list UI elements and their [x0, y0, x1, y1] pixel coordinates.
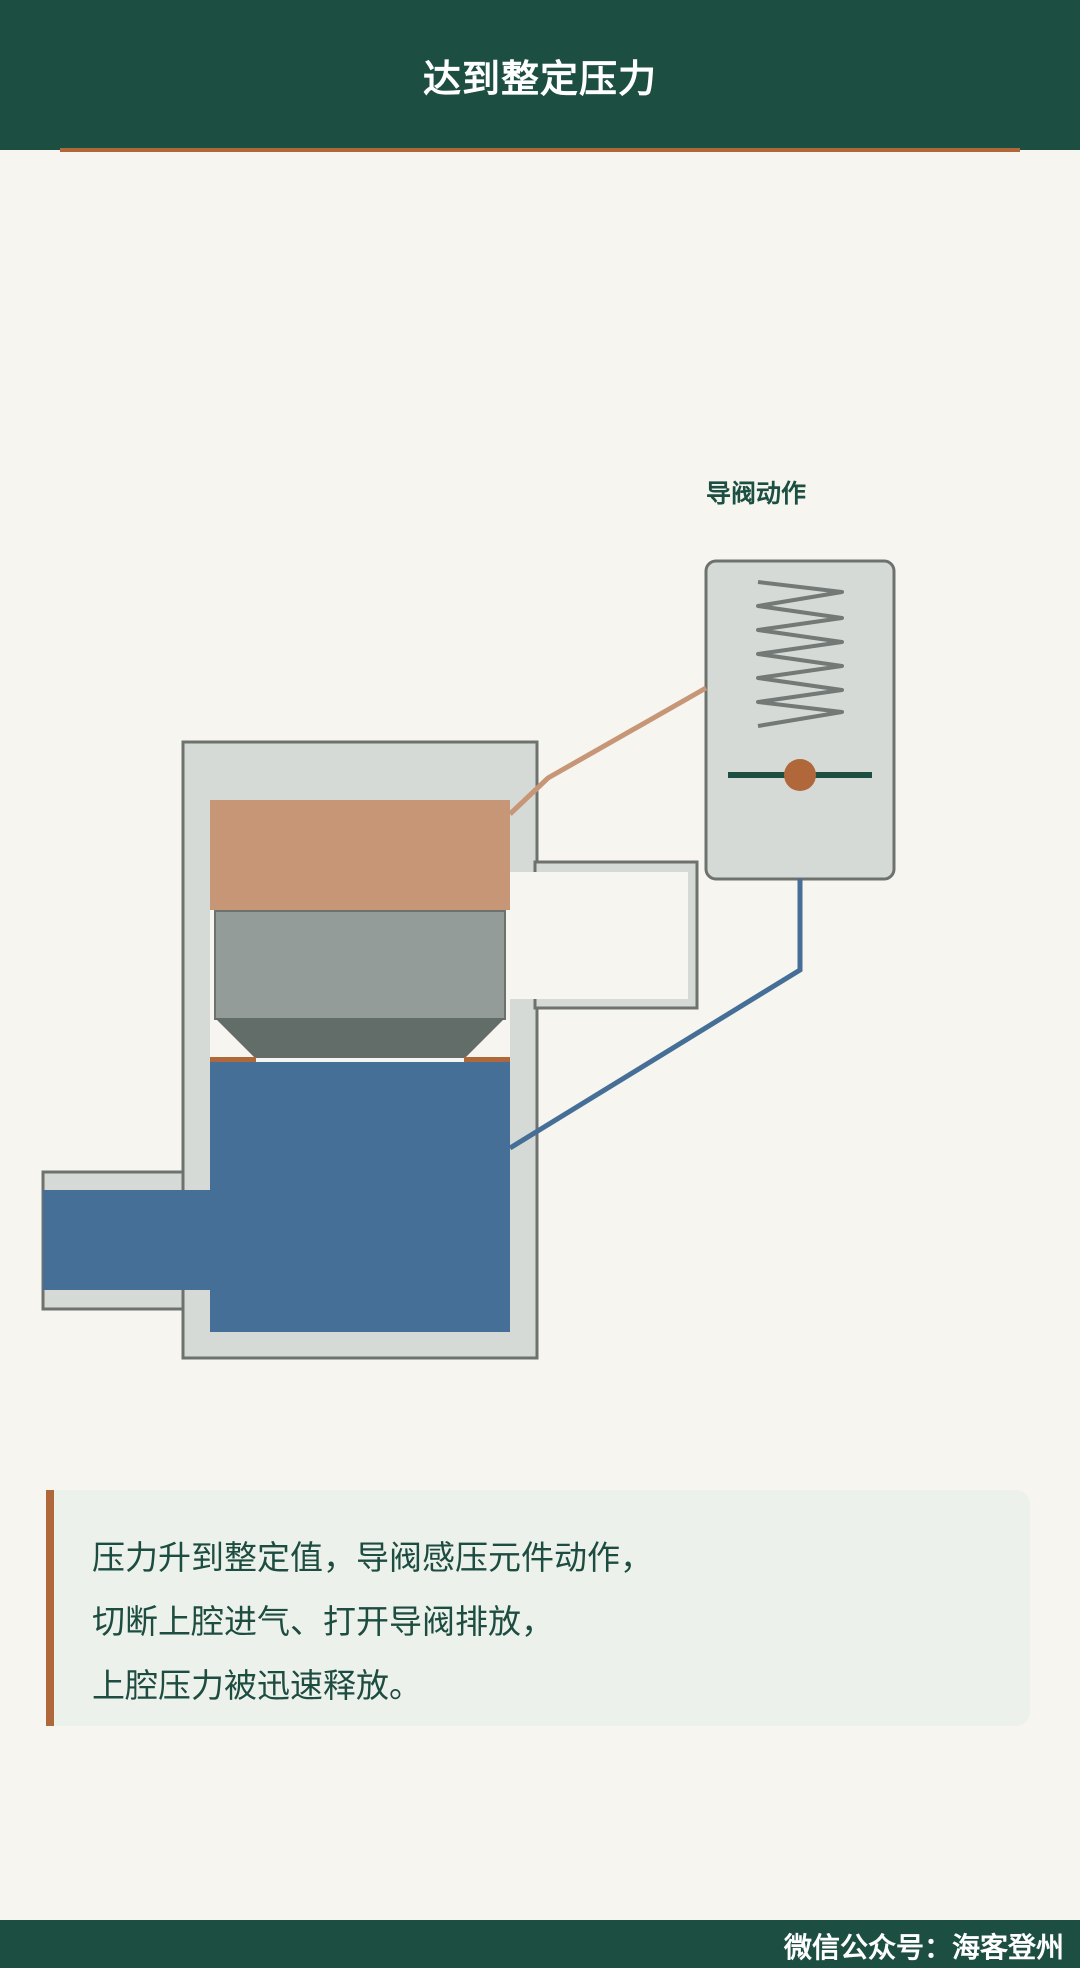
caption-line-3: 上腔压力被迅速释放。 [92, 1666, 422, 1705]
pilot-spring [756, 580, 844, 728]
piston-disc [215, 1018, 505, 1058]
outlet-pipe-bore [510, 872, 688, 999]
pilot-action-label: 导阀动作 [706, 479, 807, 508]
caption-line-2: 切断上腔进气、打开导阀排放， [92, 1602, 554, 1641]
lower-chamber-fluid [210, 1062, 510, 1332]
valve-seat-right [464, 1057, 510, 1062]
piston [214, 910, 506, 1020]
footer-bar: 微信公众号：海客登州 [0, 1920, 1080, 1968]
pilot-sensing-element [784, 759, 816, 791]
inlet-sensing-line [508, 879, 803, 1151]
caption-line-1: 压力升到整定值，导阀感压元件动作， [92, 1538, 653, 1577]
upper-chamber-line [508, 685, 708, 816]
watermark-text: 微信公众号：海客登州 [783, 1931, 1064, 1964]
upper-chamber [210, 800, 510, 910]
caption-box: 压力升到整定值，导阀感压元件动作， 切断上腔进气、打开导阀排放， 上腔压力被迅速… [46, 1490, 1030, 1726]
header-bar: 达到整定压力 [0, 0, 1080, 150]
inlet-pipe-fluid [43, 1190, 213, 1290]
page-title: 达到整定压力 [422, 56, 657, 101]
header-divider [60, 148, 1020, 152]
valve-seat-left [210, 1057, 256, 1062]
